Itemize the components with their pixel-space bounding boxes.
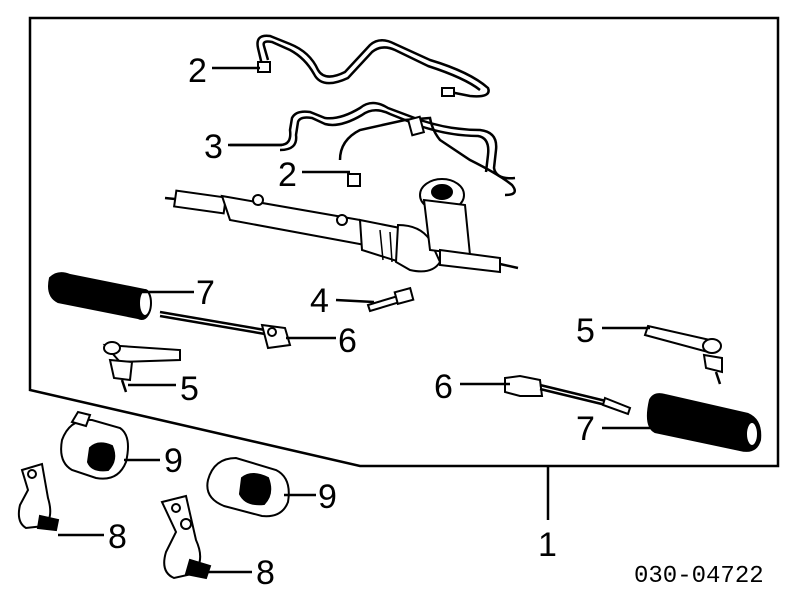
return-line (228, 101, 517, 197)
boot-right (646, 393, 762, 452)
callout-8-left: 8 (108, 518, 127, 556)
steering-rack (164, 178, 519, 274)
callout-2-lower: 2 (278, 156, 297, 194)
callout-4: 4 (310, 282, 329, 320)
tie-rod-end-right (643, 324, 723, 385)
leader-4 (335, 298, 375, 304)
callout-6-right: 6 (434, 368, 453, 406)
callout-7-left: 7 (196, 274, 215, 312)
callout-5-left: 5 (180, 370, 199, 408)
boot-left (48, 272, 152, 320)
callout-6-left: 6 (338, 322, 357, 360)
inner-tie-rod-right (504, 374, 632, 416)
callout-9-right: 9 (318, 478, 337, 516)
bracket-left (17, 462, 60, 532)
bushing-left (60, 410, 129, 480)
callout-2-upper: 2 (188, 52, 207, 90)
callout-7-right: 7 (576, 410, 595, 448)
pressure-line-upper (256, 34, 490, 98)
callout-8-right: 8 (256, 554, 275, 592)
tie-rod-end-left (102, 341, 181, 393)
callout-5-right: 5 (576, 312, 595, 350)
bushing-right (206, 456, 290, 518)
inner-tie-rod-left (159, 310, 292, 350)
valve-fitting (366, 286, 415, 313)
assembly-frame (28, 16, 780, 468)
callout-9-left: 9 (164, 442, 183, 480)
callout-3: 3 (204, 128, 223, 166)
bracket-right (160, 494, 212, 580)
callout-1: 1 (538, 526, 557, 564)
reference-code: 030-04722 (634, 563, 764, 590)
